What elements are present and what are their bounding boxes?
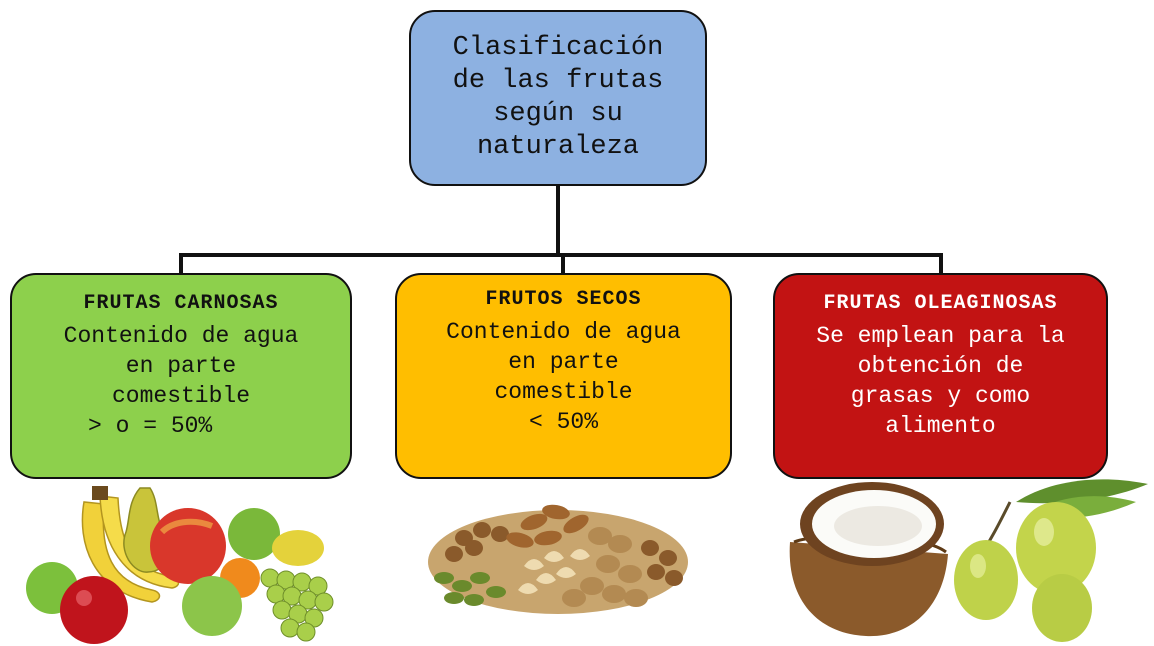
root-line: Clasificación — [452, 33, 664, 63]
node-frutas-carnosas: FRUTAS CARNOSAS Contenido de agua en par… — [10, 273, 352, 479]
root-node: Clasificación de las frutas según su nat… — [409, 10, 707, 186]
node-line: en parte — [508, 349, 619, 375]
node-frutas-oleaginosas: FRUTAS OLEAGINOSAS Se emplean para la ob… — [773, 273, 1108, 479]
coconut-and-olives-image — [789, 479, 1148, 642]
node-line: alimento — [885, 413, 996, 439]
node-line: Contenido de agua — [446, 319, 681, 345]
node-line: Contenido de agua — [63, 323, 299, 349]
mixed-fruit-image — [26, 486, 334, 644]
node-line: Se emplean para la — [816, 323, 1065, 349]
node-heading: FRUTAS CARNOSAS — [83, 292, 279, 315]
node-line: comestible — [111, 383, 251, 409]
node-frutos-secos: FRUTOS SECOS Contenido de agua en parte … — [395, 273, 732, 479]
node-line: comestible — [494, 379, 633, 405]
node-line: > o = 50% — [88, 413, 213, 439]
node-heading: FRUTOS SECOS — [485, 288, 642, 311]
node-line: < 50% — [528, 409, 598, 435]
root-line: naturaleza — [476, 132, 640, 162]
node-line: obtención de — [857, 353, 1024, 379]
node-line: en parte — [125, 353, 237, 379]
root-line: según su — [493, 99, 623, 129]
node-line: grasas y como — [850, 383, 1031, 409]
node-heading: FRUTAS OLEAGINOSAS — [823, 292, 1058, 315]
nuts-image — [428, 504, 688, 614]
root-line: de las frutas — [452, 66, 664, 96]
